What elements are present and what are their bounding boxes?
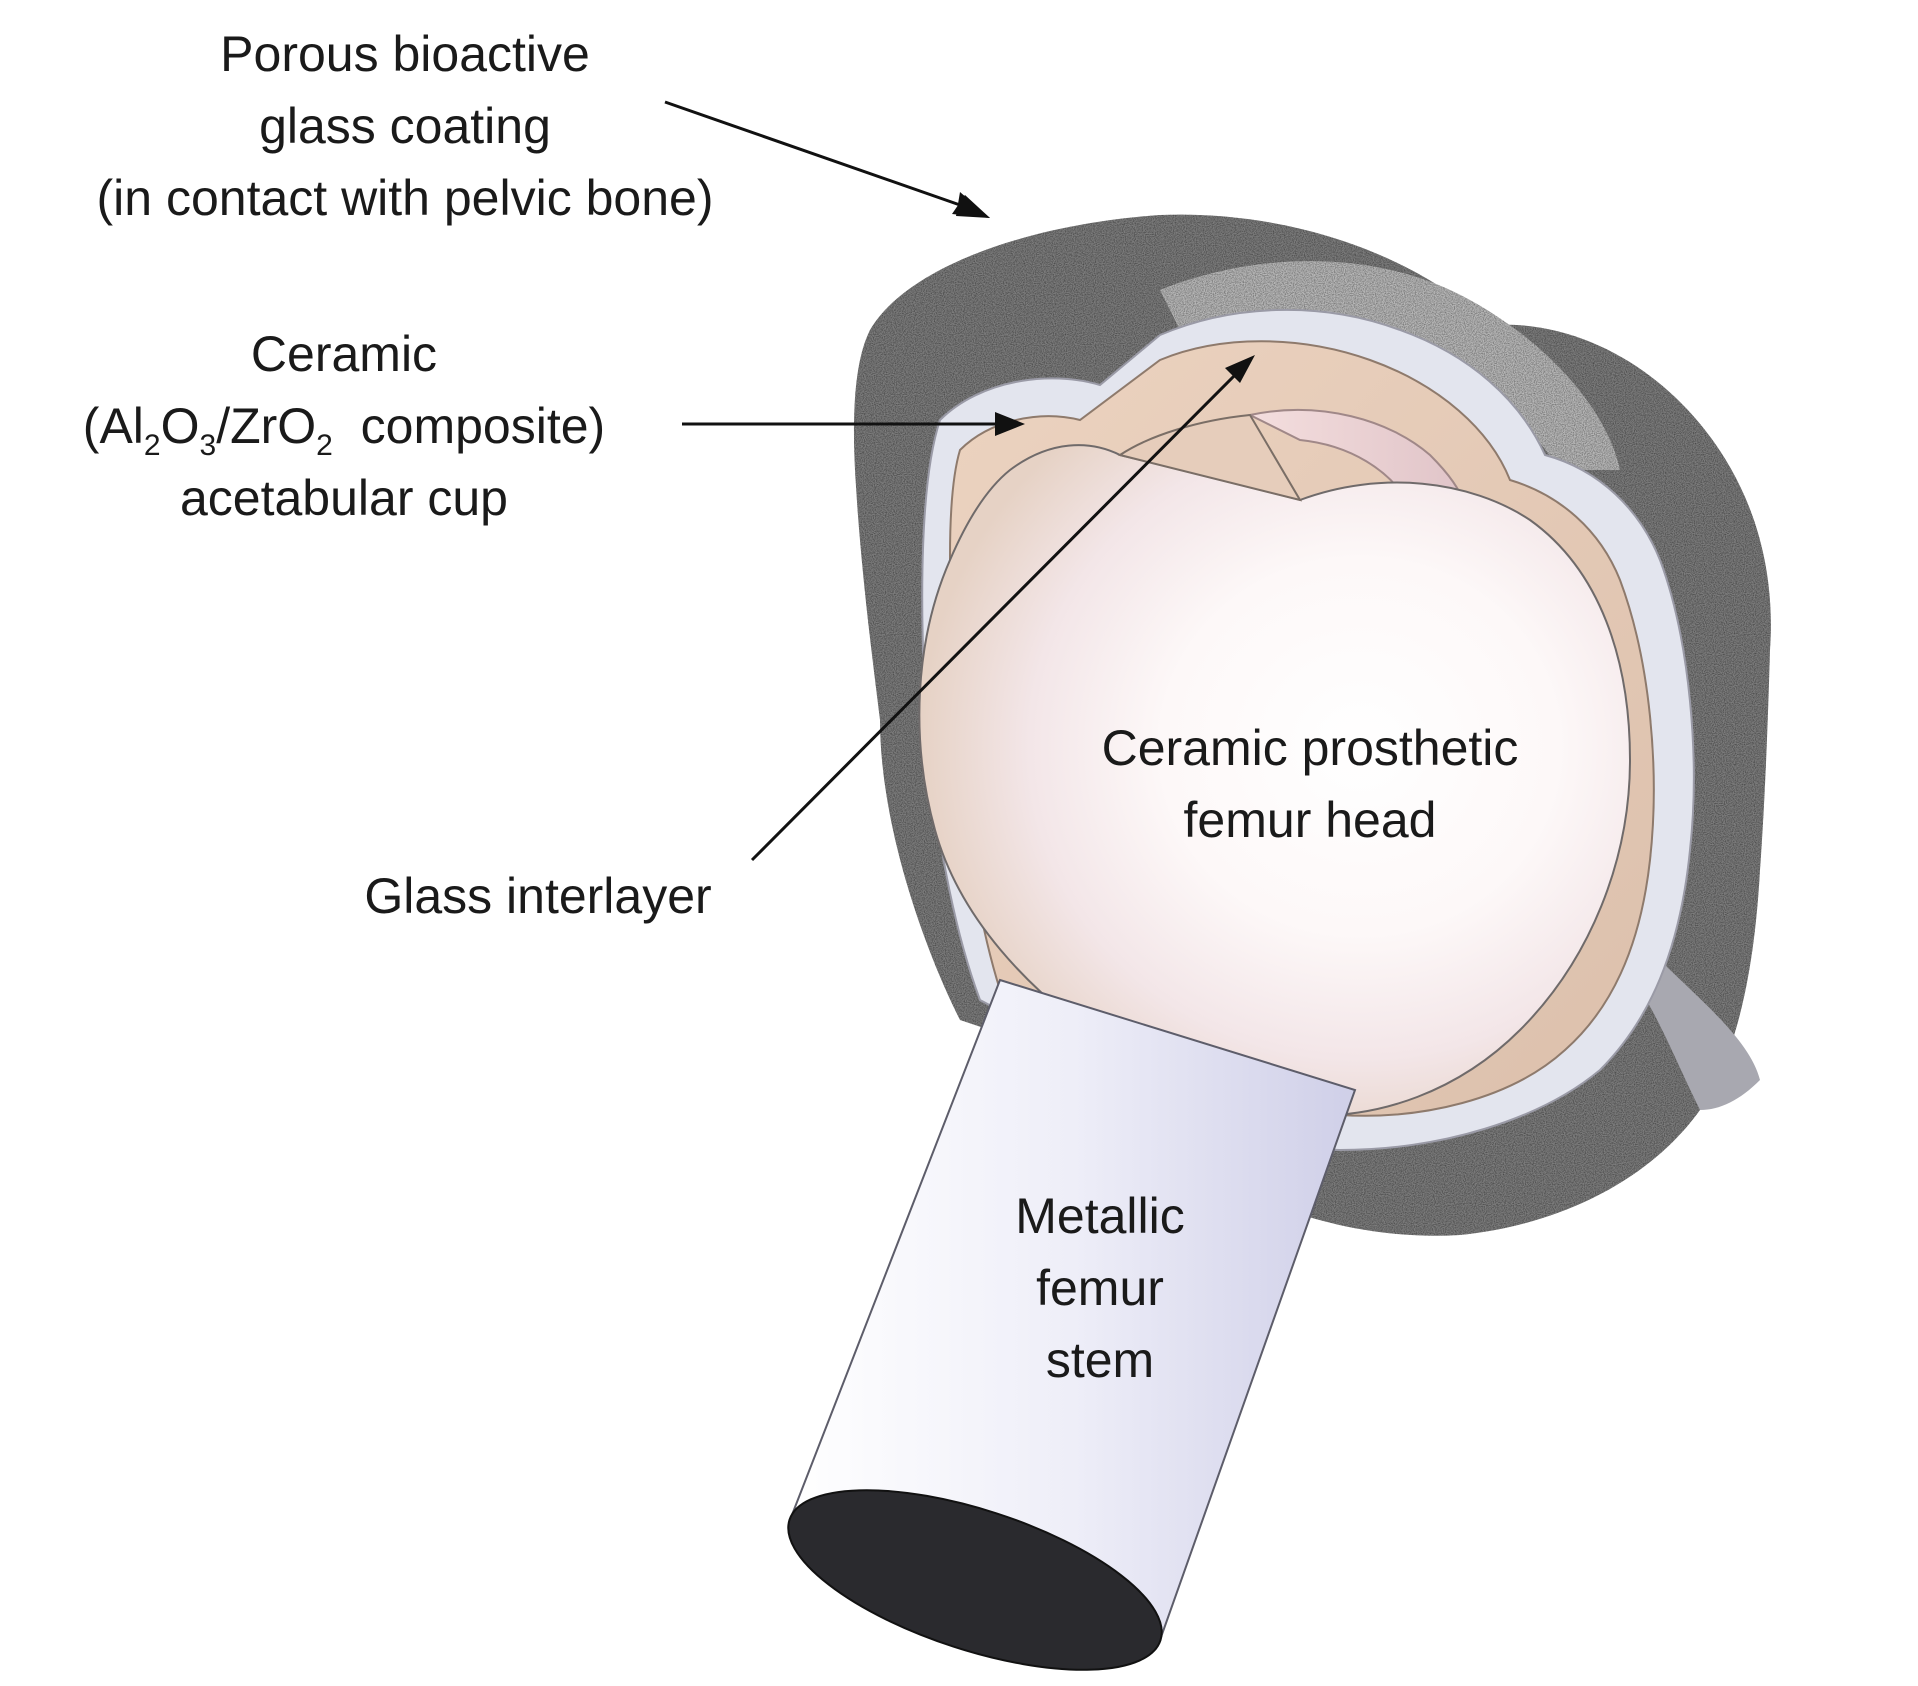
interlayer-label-line1: Glass interlayer <box>364 868 712 924</box>
coating-label-line1: Porous bioactive <box>220 26 590 82</box>
interlayer-label: Glass interlayer <box>318 860 758 932</box>
femur-head-label-line1: Ceramic prosthetic <box>1101 720 1519 776</box>
coating-arrow <box>664 100 990 218</box>
femur-stem-label: Metallic femur stem <box>980 1180 1220 1396</box>
coating-label-line3: (in contact with pelvic bone) <box>96 170 714 226</box>
femur-stem-label-line1: Metallic <box>1015 1188 1185 1244</box>
leader-arrows <box>664 100 1255 862</box>
femur-head-label-line2: femur head <box>1183 792 1437 848</box>
femur-stem-shape <box>787 978 1357 1671</box>
cup-label-line3: acetabular cup <box>179 470 508 526</box>
interlayer-arrow <box>750 355 1255 862</box>
femur-stem-label-line2: femur <box>1036 1260 1164 1316</box>
coating-label-line2: glass coating <box>259 98 551 154</box>
femur-stem-label-line3: stem <box>1045 1332 1155 1388</box>
cup-arrow <box>682 412 1025 436</box>
femur-stem-end <box>787 1489 1163 1671</box>
cup-label-line2: (Al2O3/ZrO2 composite) <box>82 398 606 462</box>
femur-head-label: Ceramic prosthetic femur head <box>1030 712 1590 856</box>
femur-head-shape <box>918 413 1632 1117</box>
cup-label-line1: Ceramic <box>250 326 438 382</box>
cup-label: Ceramic (Al2O3/ZrO2 composite) acetabula… <box>14 318 674 534</box>
coating-label: Porous bioactive glass coating (in conta… <box>20 18 790 234</box>
